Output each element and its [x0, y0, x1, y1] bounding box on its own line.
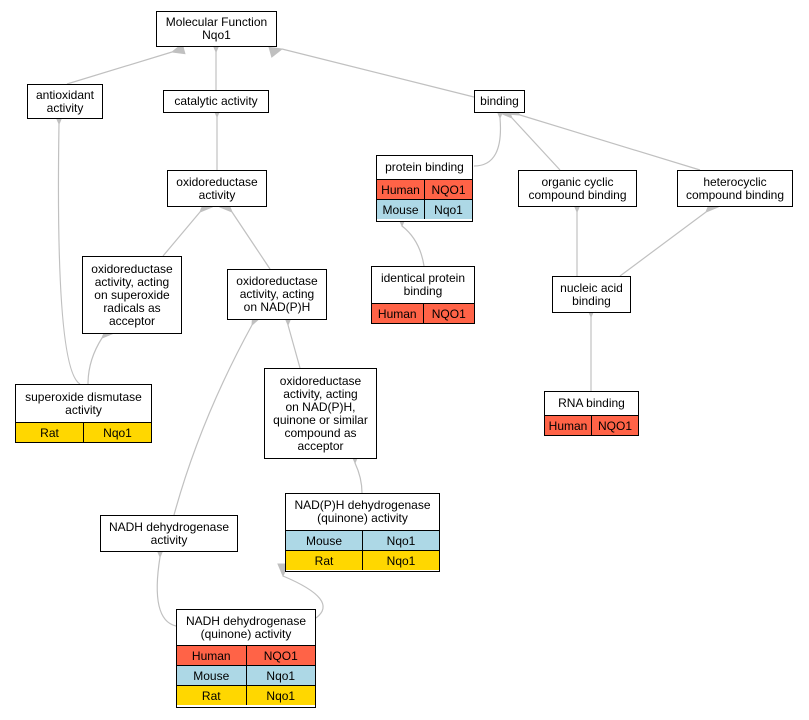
species-cell: Mouse [286, 530, 363, 551]
gene-cell: NQO1 [424, 179, 472, 200]
node-label: NADH dehydrogenase (quinone) activity [185, 613, 307, 641]
node-label: organic cyclic compound binding [528, 174, 627, 202]
edge-protein_binding-to-binding [473, 117, 502, 167]
node-label: NAD(P)H dehydrogenase (quinone) activity [294, 498, 431, 525]
species-cell: Mouse [377, 199, 425, 219]
node-nadh-dehydrogenase-quinone[interactable]: NADH dehydrogenase (quinone) activity Hu… [176, 609, 316, 708]
gene-cell: Nqo1 [424, 199, 472, 219]
node-heterocyclic-compound-binding[interactable]: heterocyclic compound binding [677, 170, 793, 207]
node-identical-protein-binding[interactable]: identical protein binding Human NQO1 [371, 266, 475, 324]
edge-oxred_quinone-to-oxred_nadph [287, 324, 301, 369]
species-cell: Human [545, 415, 592, 435]
edge-oxred_superoxide-to-oxidoreductase [162, 211, 201, 257]
edge-oxred_nadph-to-oxidoreductase [231, 211, 271, 270]
node-oxidoreductase-activity[interactable]: oxidoreductase activity [167, 170, 267, 207]
species-row-rat: Rat Nqo1 [177, 685, 315, 705]
node-label: oxidoreductase activity [176, 174, 258, 202]
node-label: protein binding [385, 160, 464, 174]
species-cell: Mouse [177, 665, 246, 686]
species-row-human: Human NQO1 [372, 303, 474, 323]
node-binding[interactable]: binding [474, 90, 525, 113]
node-label: superoxide dismutase activity [25, 389, 142, 417]
node-antioxidant-activity[interactable]: antioxidant activity [27, 84, 103, 119]
species-cell: Rat [177, 685, 246, 705]
edge-antioxidant-to-molecular_function [66, 51, 173, 85]
node-oxidoreductase-quinone[interactable]: oxidoreductase activity, acting on NAD(P… [264, 368, 377, 459]
species-cell: Human [372, 303, 423, 323]
node-label: NADH dehydrogenase activity [108, 519, 230, 547]
node-superoxide-dismutase-activity[interactable]: superoxide dismutase activity Rat Nqo1 [15, 384, 152, 443]
gene-cell: Nqo1 [245, 685, 315, 705]
species-row-human: Human NQO1 [545, 415, 638, 435]
node-organic-cyclic-compound-binding[interactable]: organic cyclic compound binding [518, 170, 637, 207]
species-table: Human NQO1 [545, 415, 638, 435]
node-label: nucleic acid binding [560, 280, 623, 308]
node-nadh-dehydrogenase-activity[interactable]: NADH dehydrogenase activity [100, 515, 238, 552]
edge-nucleic_acid-to-heterocyclic [619, 211, 707, 277]
species-row-human: Human NQO1 [177, 645, 315, 666]
node-label: catalytic activity [174, 94, 258, 108]
node-rna-binding[interactable]: RNA binding Human NQO1 [544, 391, 639, 436]
node-label: oxidoreductase activity, acting on super… [91, 261, 173, 328]
node-label: binding [480, 94, 519, 108]
species-cell: Human [377, 179, 425, 200]
edge-nadh_dehydrogenase-to-oxred_nadph [173, 324, 253, 516]
edge-superoxide_dismutase-to-oxred_superoxide [87, 337, 103, 385]
node-label: oxidoreductase activity, acting on NAD(P… [273, 373, 368, 453]
arrowhead-binding-to-molecular_function [268, 46, 284, 58]
gene-cell: Nqo1 [83, 422, 151, 442]
node-oxidoreductase-nadph[interactable]: oxidoreductase activity, acting on NAD(P… [227, 269, 327, 320]
species-table: Human NQO1 Mouse Nqo1 Rat Nqo1 [177, 645, 315, 705]
species-table: Human NQO1 Mouse Nqo1 [377, 179, 472, 219]
gene-cell: NQO1 [422, 303, 474, 323]
edge-nadh_dehydrogenase_quinone-to-nadph_dehydrogenase_quinone [282, 575, 324, 619]
species-table: Rat Nqo1 [16, 422, 151, 442]
node-label: RNA binding [558, 396, 625, 410]
edge-superoxide_dismutase-to-antioxidant [57, 123, 81, 385]
node-label: identical protein binding [380, 271, 466, 298]
species-row-mouse: Mouse Nqo1 [377, 199, 472, 219]
edge-nadh_dehydrogenase_quinone-to-nadh_dehydrogenase [156, 556, 177, 627]
gene-cell: Nqo1 [245, 665, 315, 686]
node-label: Molecular Function Nqo1 [165, 15, 268, 42]
species-cell: Rat [16, 422, 84, 442]
node-nucleic-acid-binding[interactable]: nucleic acid binding [552, 276, 631, 313]
edge-organic_cyclic-to-binding [511, 117, 561, 171]
species-table: Human NQO1 [372, 303, 474, 323]
species-cell: Human [177, 645, 246, 666]
node-nadph-dehydrogenase-quinone[interactable]: NAD(P)H dehydrogenase (quinone) activity… [285, 493, 440, 572]
species-row-mouse: Mouse Nqo1 [286, 530, 439, 551]
species-cell: Rat [286, 550, 363, 570]
node-oxidoreductase-superoxide[interactable]: oxidoreductase activity, acting on super… [82, 256, 182, 334]
gene-cell: NQO1 [245, 645, 315, 666]
species-row-rat: Rat Nqo1 [16, 422, 151, 442]
edge-nadph_dehydrogenase_quinone-to-oxred_quinone [354, 462, 363, 494]
edge-identical_protein-to-protein_binding [401, 225, 425, 267]
species-row-rat: Rat Nqo1 [286, 550, 439, 570]
node-label: antioxidant activity [35, 87, 95, 115]
species-row-human: Human NQO1 [377, 179, 472, 200]
edge-binding-to-molecular_function [281, 48, 475, 98]
node-label: heterocyclic compound binding [685, 174, 785, 202]
node-label: oxidoreductase activity, acting on NAD(P… [236, 274, 318, 314]
node-protein-binding[interactable]: protein binding Human NQO1 Mouse Nqo1 [376, 155, 473, 222]
species-table: Mouse Nqo1 Rat Nqo1 [286, 530, 439, 570]
species-row-mouse: Mouse Nqo1 [177, 665, 315, 686]
node-molecular-function[interactable]: Molecular Function Nqo1 [156, 11, 277, 47]
node-catalytic-activity[interactable]: catalytic activity [163, 90, 269, 113]
gene-cell: NQO1 [591, 415, 638, 435]
gene-cell: Nqo1 [362, 550, 439, 570]
gene-cell: Nqo1 [362, 530, 439, 551]
edge-heterocyclic-to-binding [519, 114, 701, 171]
